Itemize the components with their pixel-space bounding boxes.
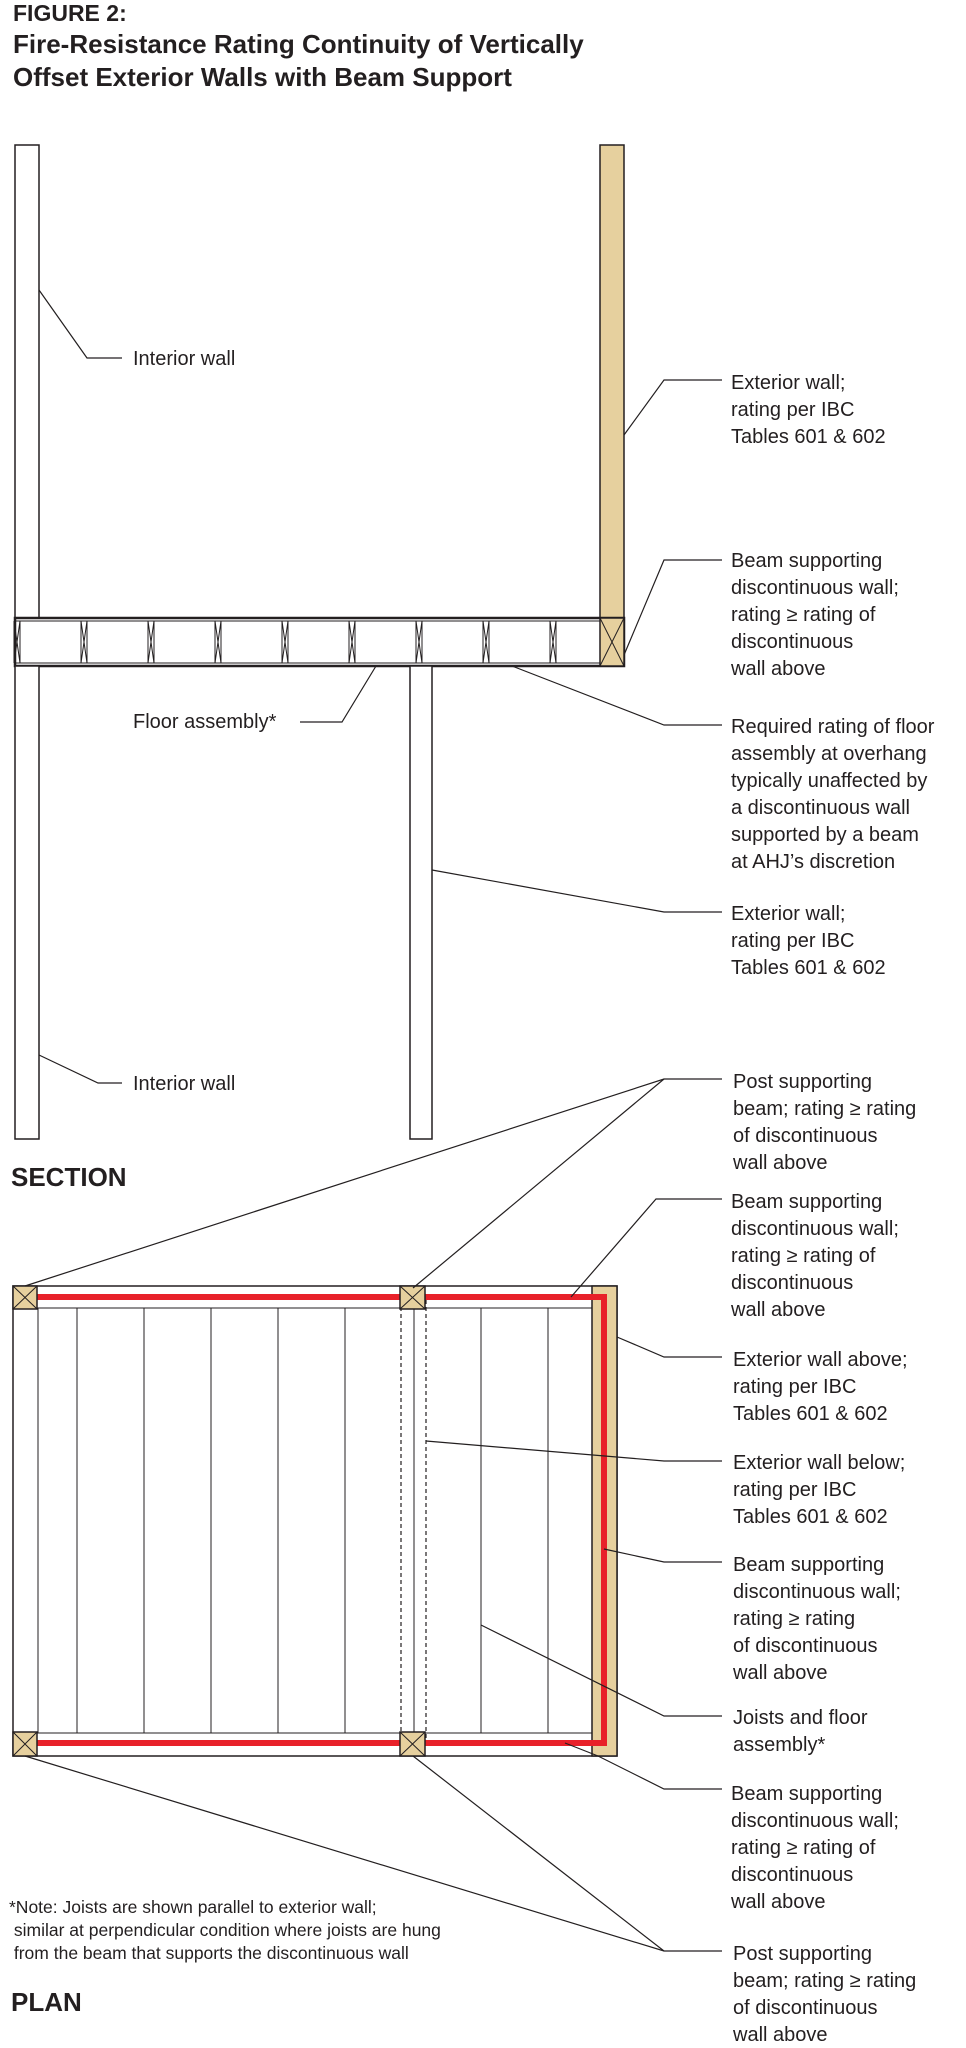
label-post-bottom: Post supporting beam; rating ≥ rating of… — [732, 1943, 922, 2046]
label-exterior-wall-below: Exterior wall; rating per IBC Tables 601… — [731, 903, 886, 979]
plan-post-top-left — [12, 1285, 38, 1310]
label-joists: Joists and floor assembly* — [733, 1707, 873, 1756]
figure-label: FIGURE 2: — [13, 0, 127, 26]
label-exterior-wall-above: Exterior wall above; rating per IBC Tabl… — [733, 1349, 913, 1425]
joist-bridging — [13, 620, 557, 664]
plan-leaders — [24, 1078, 722, 1952]
figure-title-line-1: Fire-Resistance Rating Continuity of Ver… — [13, 29, 584, 59]
figure-title-line-2: Offset Exterior Walls with Beam Support — [13, 62, 512, 92]
interior-wall-lower — [14, 665, 40, 1140]
exterior-wall-upper — [599, 144, 625, 619]
rating-continuity-line — [15, 1294, 607, 1746]
label-interior-wall-bottom: Interior wall — [133, 1073, 235, 1095]
plan-labels: Post supporting beam; rating ≥ rating of… — [9, 1071, 922, 2046]
label-beam-right: Beam supporting discontinuous wall; rati… — [732, 1554, 906, 1684]
label-exterior-wall-top: Exterior wall; rating per IBC Tables 601… — [731, 372, 886, 448]
section-leaders — [38, 289, 722, 1084]
label-beam-top: Beam supporting discontinuous wall; rati… — [730, 1191, 904, 1321]
section-beam-cross — [599, 617, 625, 667]
label-exterior-wall-below-plan: Exterior wall below; rating per IBC Tabl… — [733, 1452, 911, 1528]
plan-heading: PLAN — [11, 1987, 82, 2017]
section-heading: SECTION — [11, 1162, 127, 1192]
section-labels: Interior wall Exterior wall; rating per … — [133, 348, 940, 1095]
plan-post-top-mid — [399, 1285, 426, 1310]
interior-wall-upper — [14, 144, 40, 619]
label-interior-wall-top: Interior wall — [133, 348, 235, 370]
label-floor-rating: Required rating of floor assembly at ove… — [731, 716, 940, 873]
label-beam-bottom: Beam supporting discontinuous wall; rati… — [730, 1783, 904, 1913]
plan-floor-outline — [12, 1285, 618, 1757]
plan-note: *Note: Joists are shown parallel to exte… — [9, 1897, 475, 1963]
exterior-wall-lower — [409, 665, 433, 1140]
floor-joists — [13, 620, 624, 664]
floor-assembly — [13, 616, 626, 668]
plan-post-bottom-mid — [399, 1731, 426, 1757]
plan-post-bottom-left — [12, 1731, 38, 1757]
label-post-top: Post supporting beam; rating ≥ rating of… — [732, 1071, 922, 1174]
label-section-beam: Beam supporting discontinuous wall; rati… — [730, 550, 904, 680]
plan-joists — [37, 1308, 549, 1733]
label-floor-assembly: Floor assembly* — [133, 711, 277, 733]
